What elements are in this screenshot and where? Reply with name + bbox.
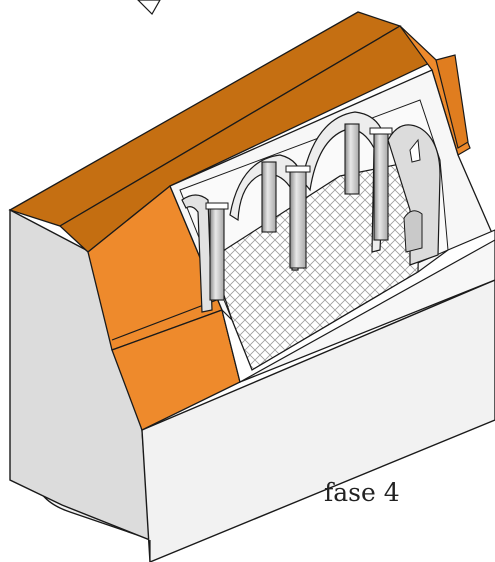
pilaster-group: [205, 123, 393, 301]
window: [409, 138, 421, 163]
phase-caption: fase 4: [324, 478, 400, 507]
front-wall-cut: [220, 229, 495, 383]
arch-far: [181, 194, 213, 313]
niche: [403, 210, 423, 253]
arch-left: [229, 154, 303, 271]
top-fragment: [137, 0, 161, 15]
arch-right: [301, 111, 386, 253]
front-wall: [141, 279, 495, 562]
interior-end-wall: [387, 124, 441, 266]
roof-back-slope: [58, 25, 438, 253]
